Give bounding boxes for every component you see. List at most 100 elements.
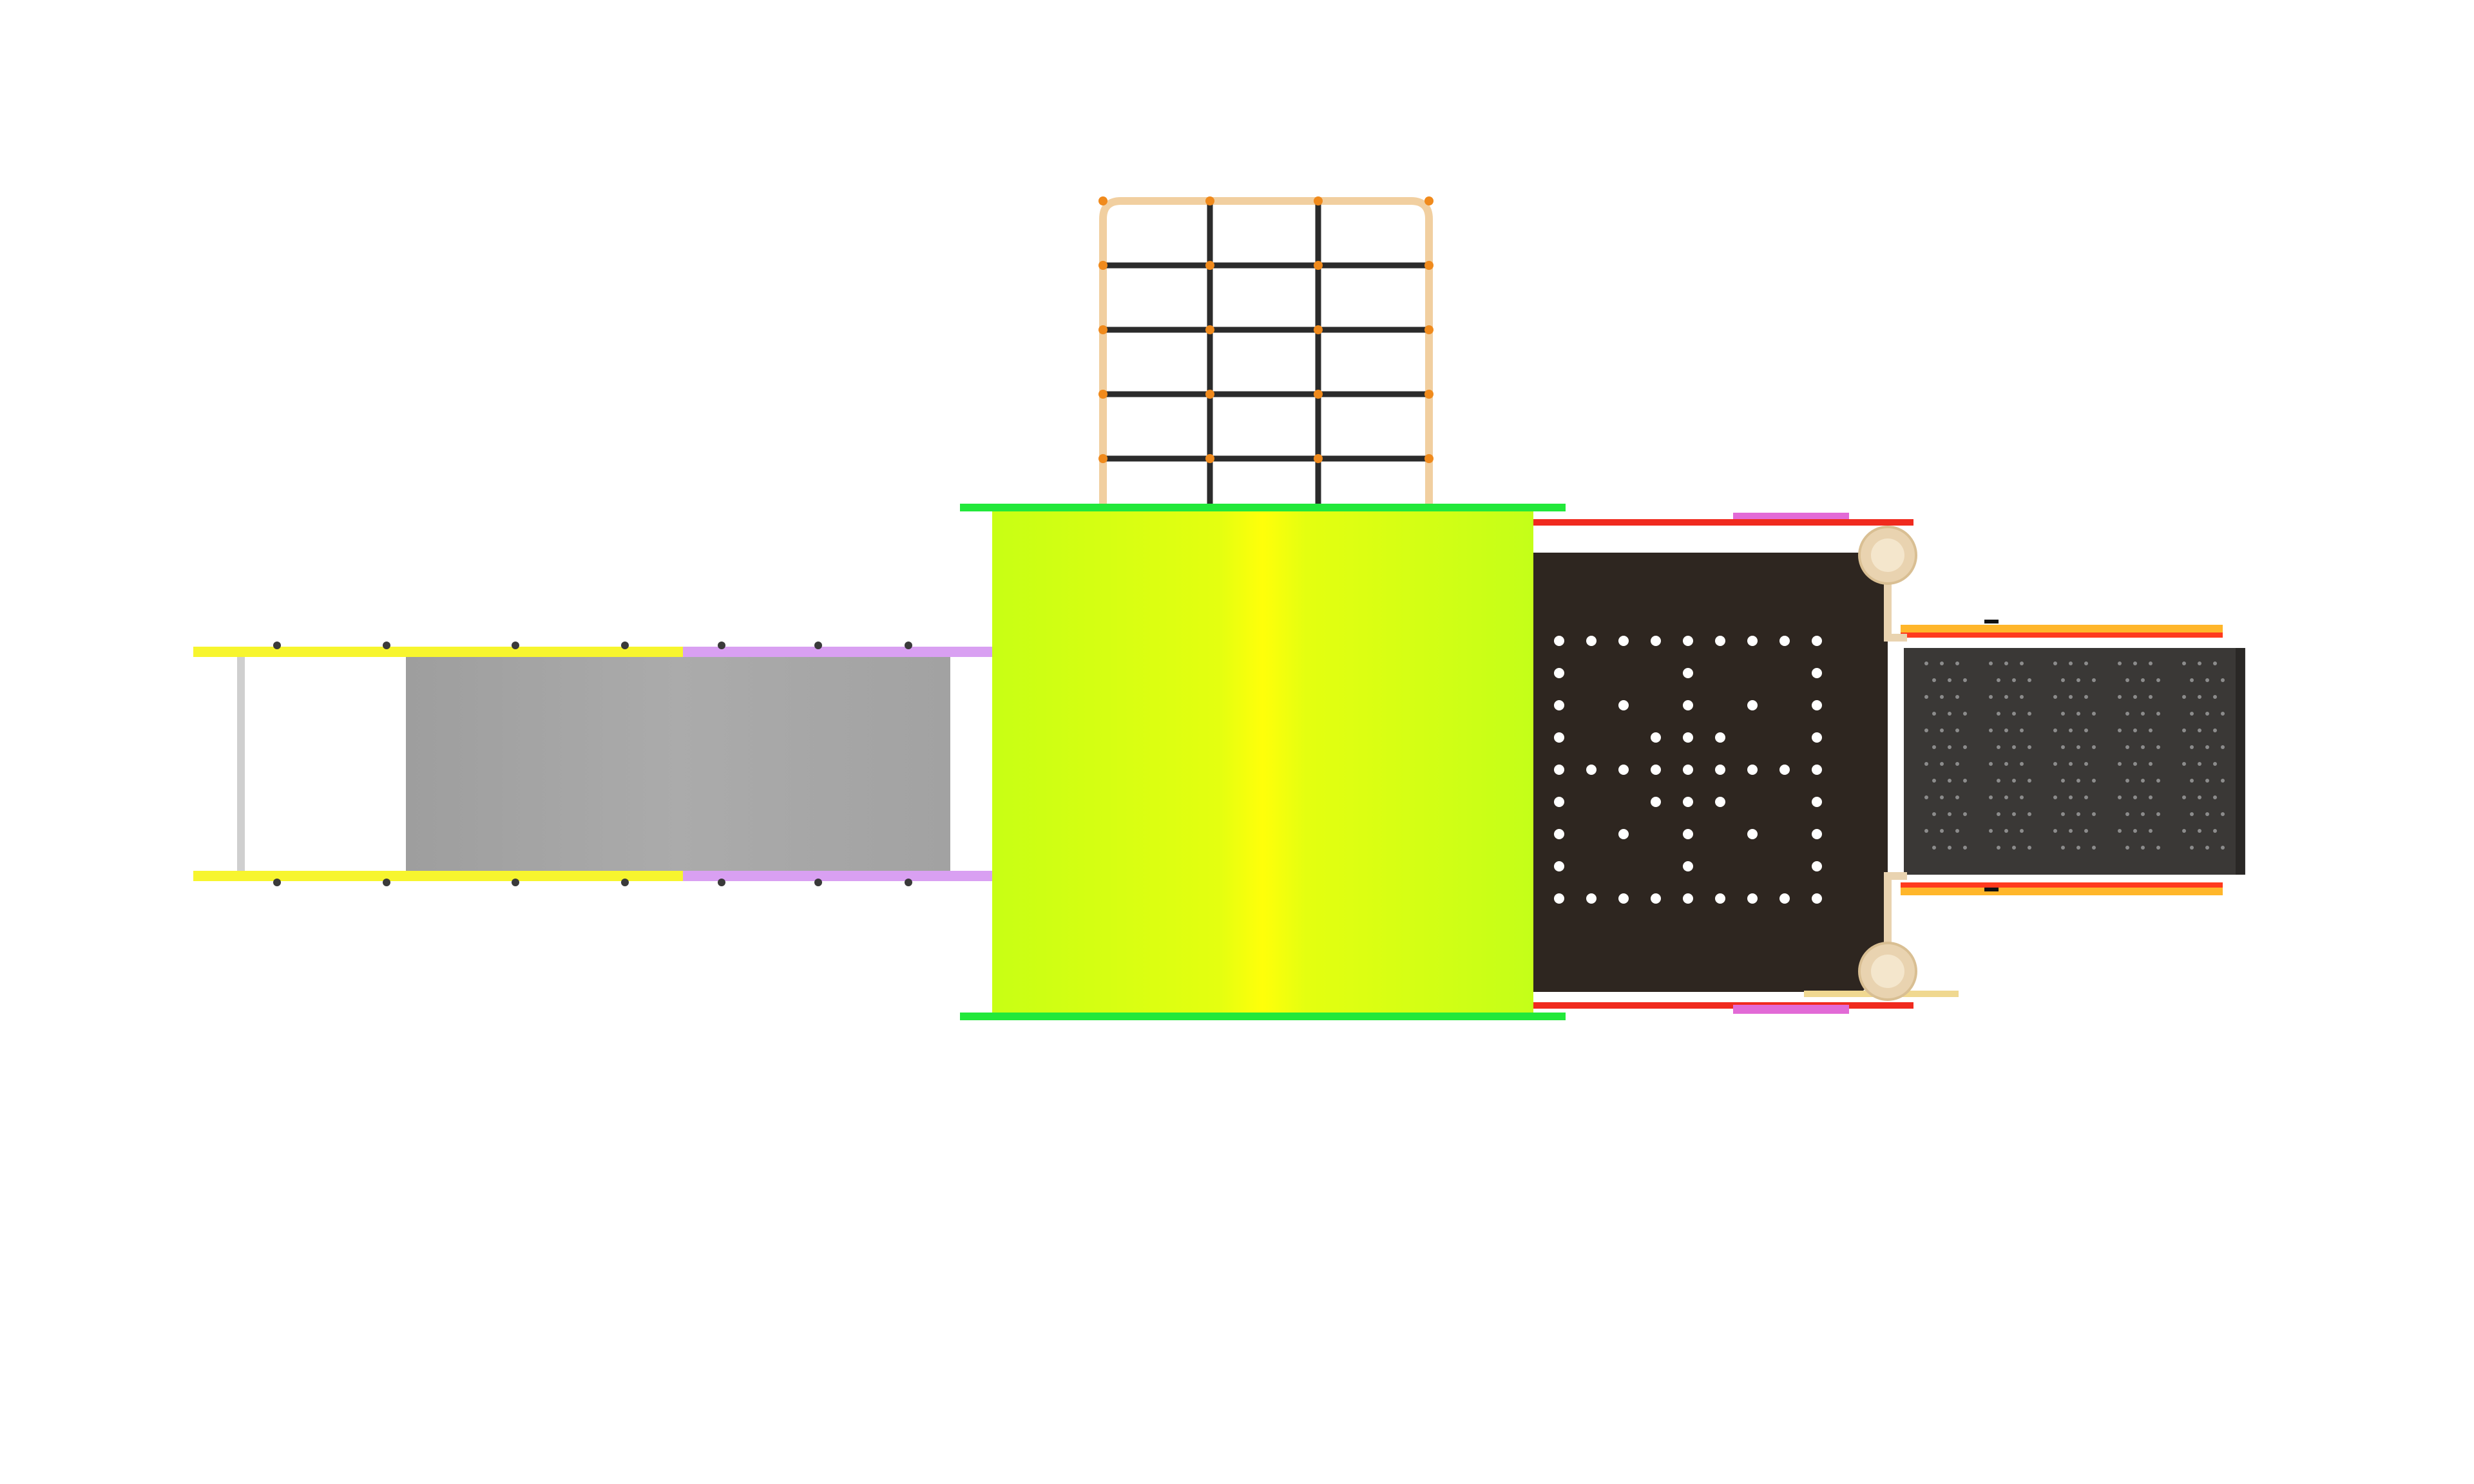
deck-dot (1651, 732, 1661, 743)
step-dot (1955, 661, 1959, 665)
step-dot (1932, 745, 1936, 749)
step-dot (1924, 728, 1928, 732)
slide-bolt (621, 879, 629, 886)
step-dot (2061, 678, 2065, 682)
step-dot (2205, 812, 2209, 816)
slide-bolt (718, 642, 725, 649)
step-dot (2205, 779, 2209, 783)
step-dot (1955, 762, 1959, 766)
slide-bolt (383, 642, 390, 649)
step-dot (1940, 695, 1944, 699)
step-dot (2069, 695, 2073, 699)
deck-dot (1779, 636, 1790, 646)
slide-end-opening (238, 652, 406, 876)
step-dot (1997, 712, 2000, 716)
step-dot (2004, 829, 2008, 833)
step-dot (1989, 661, 1993, 665)
slide-rail-top-purple (683, 647, 992, 657)
step-dot (2213, 762, 2217, 766)
step-dot (2125, 678, 2129, 682)
step-dot (2141, 678, 2145, 682)
step-dot (1940, 829, 1944, 833)
step-dot (2076, 779, 2080, 783)
net-knot (1424, 390, 1434, 399)
step-dot (2198, 728, 2201, 732)
deck-dot (1554, 861, 1564, 871)
step-dot (2004, 661, 2008, 665)
step-dot (1989, 829, 1993, 833)
slide-rail-bottom-yellow (193, 871, 683, 881)
step-dot (2149, 661, 2153, 665)
slide-bolt (512, 879, 519, 886)
deck-dot (1554, 893, 1564, 904)
slide-bolt (512, 642, 519, 649)
net-knot (1098, 325, 1108, 334)
step-dot (2020, 762, 2024, 766)
step-dot (2069, 728, 2073, 732)
slide-bolts (273, 642, 912, 886)
step-dot (2213, 795, 2217, 799)
deck-dot (1747, 700, 1758, 710)
step-dot (1932, 779, 1936, 783)
step-dot (2092, 846, 2096, 850)
step-dot (2141, 745, 2145, 749)
step-dot (2012, 812, 2016, 816)
deck-dot (1651, 893, 1661, 904)
slide-rail-bottom-purple (683, 871, 992, 881)
step-dot (1997, 745, 2000, 749)
slide-end-bar (237, 653, 245, 875)
step-dot (2182, 762, 2186, 766)
step-dot (2125, 712, 2129, 716)
step-dot (2125, 779, 2129, 783)
step-dot (2156, 712, 2160, 716)
net-knot (1205, 454, 1214, 463)
slide-bolt (621, 642, 629, 649)
step-dot (2182, 695, 2186, 699)
net-knot (1205, 325, 1214, 334)
step-dot (2084, 728, 2088, 732)
step-panel-icon (1901, 620, 2245, 895)
step-marker-bottom (1984, 888, 1999, 891)
step-dot (1924, 795, 1928, 799)
step-dot (2069, 829, 2073, 833)
slide-bolt (383, 879, 390, 886)
step-dot (2053, 829, 2057, 833)
step-dot (1948, 779, 1951, 783)
post-cap-icon (1804, 526, 1959, 1001)
step-dot (2053, 695, 2057, 699)
step-dot (2084, 795, 2088, 799)
step-dot (1924, 695, 1928, 699)
step-dot (2149, 728, 2153, 732)
step-dot (1932, 678, 1936, 682)
deck-dot (1812, 700, 1822, 710)
slide-bed (406, 656, 950, 872)
step-dot (2092, 779, 2096, 783)
step-dot (2028, 745, 2031, 749)
step-dot (2076, 812, 2080, 816)
deck-rail-bottom-accent (1733, 1005, 1849, 1014)
step-dot (1955, 728, 1959, 732)
step-dot (2213, 695, 2217, 699)
step-dot (1955, 695, 1959, 699)
step-dot (2028, 812, 2031, 816)
step-dot (2205, 678, 2209, 682)
step-dot (2198, 829, 2201, 833)
post-connector-bottom (1884, 872, 1907, 947)
step-dot (2069, 795, 2073, 799)
slide-bolt (814, 879, 822, 886)
deck-dot (1747, 829, 1758, 839)
step-dot (2141, 812, 2145, 816)
deck-dot (1683, 797, 1693, 807)
step-dot (2076, 678, 2080, 682)
slide-bolt (814, 642, 822, 649)
deck-dot (1683, 861, 1693, 871)
step-dot (2118, 795, 2122, 799)
step-dot (2182, 728, 2186, 732)
step-dot (2198, 661, 2201, 665)
slide-icon (193, 642, 992, 886)
deck-dot (1812, 765, 1822, 775)
step-dot (2020, 795, 2024, 799)
step-dot (2198, 695, 2201, 699)
step-dot (2190, 779, 2194, 783)
